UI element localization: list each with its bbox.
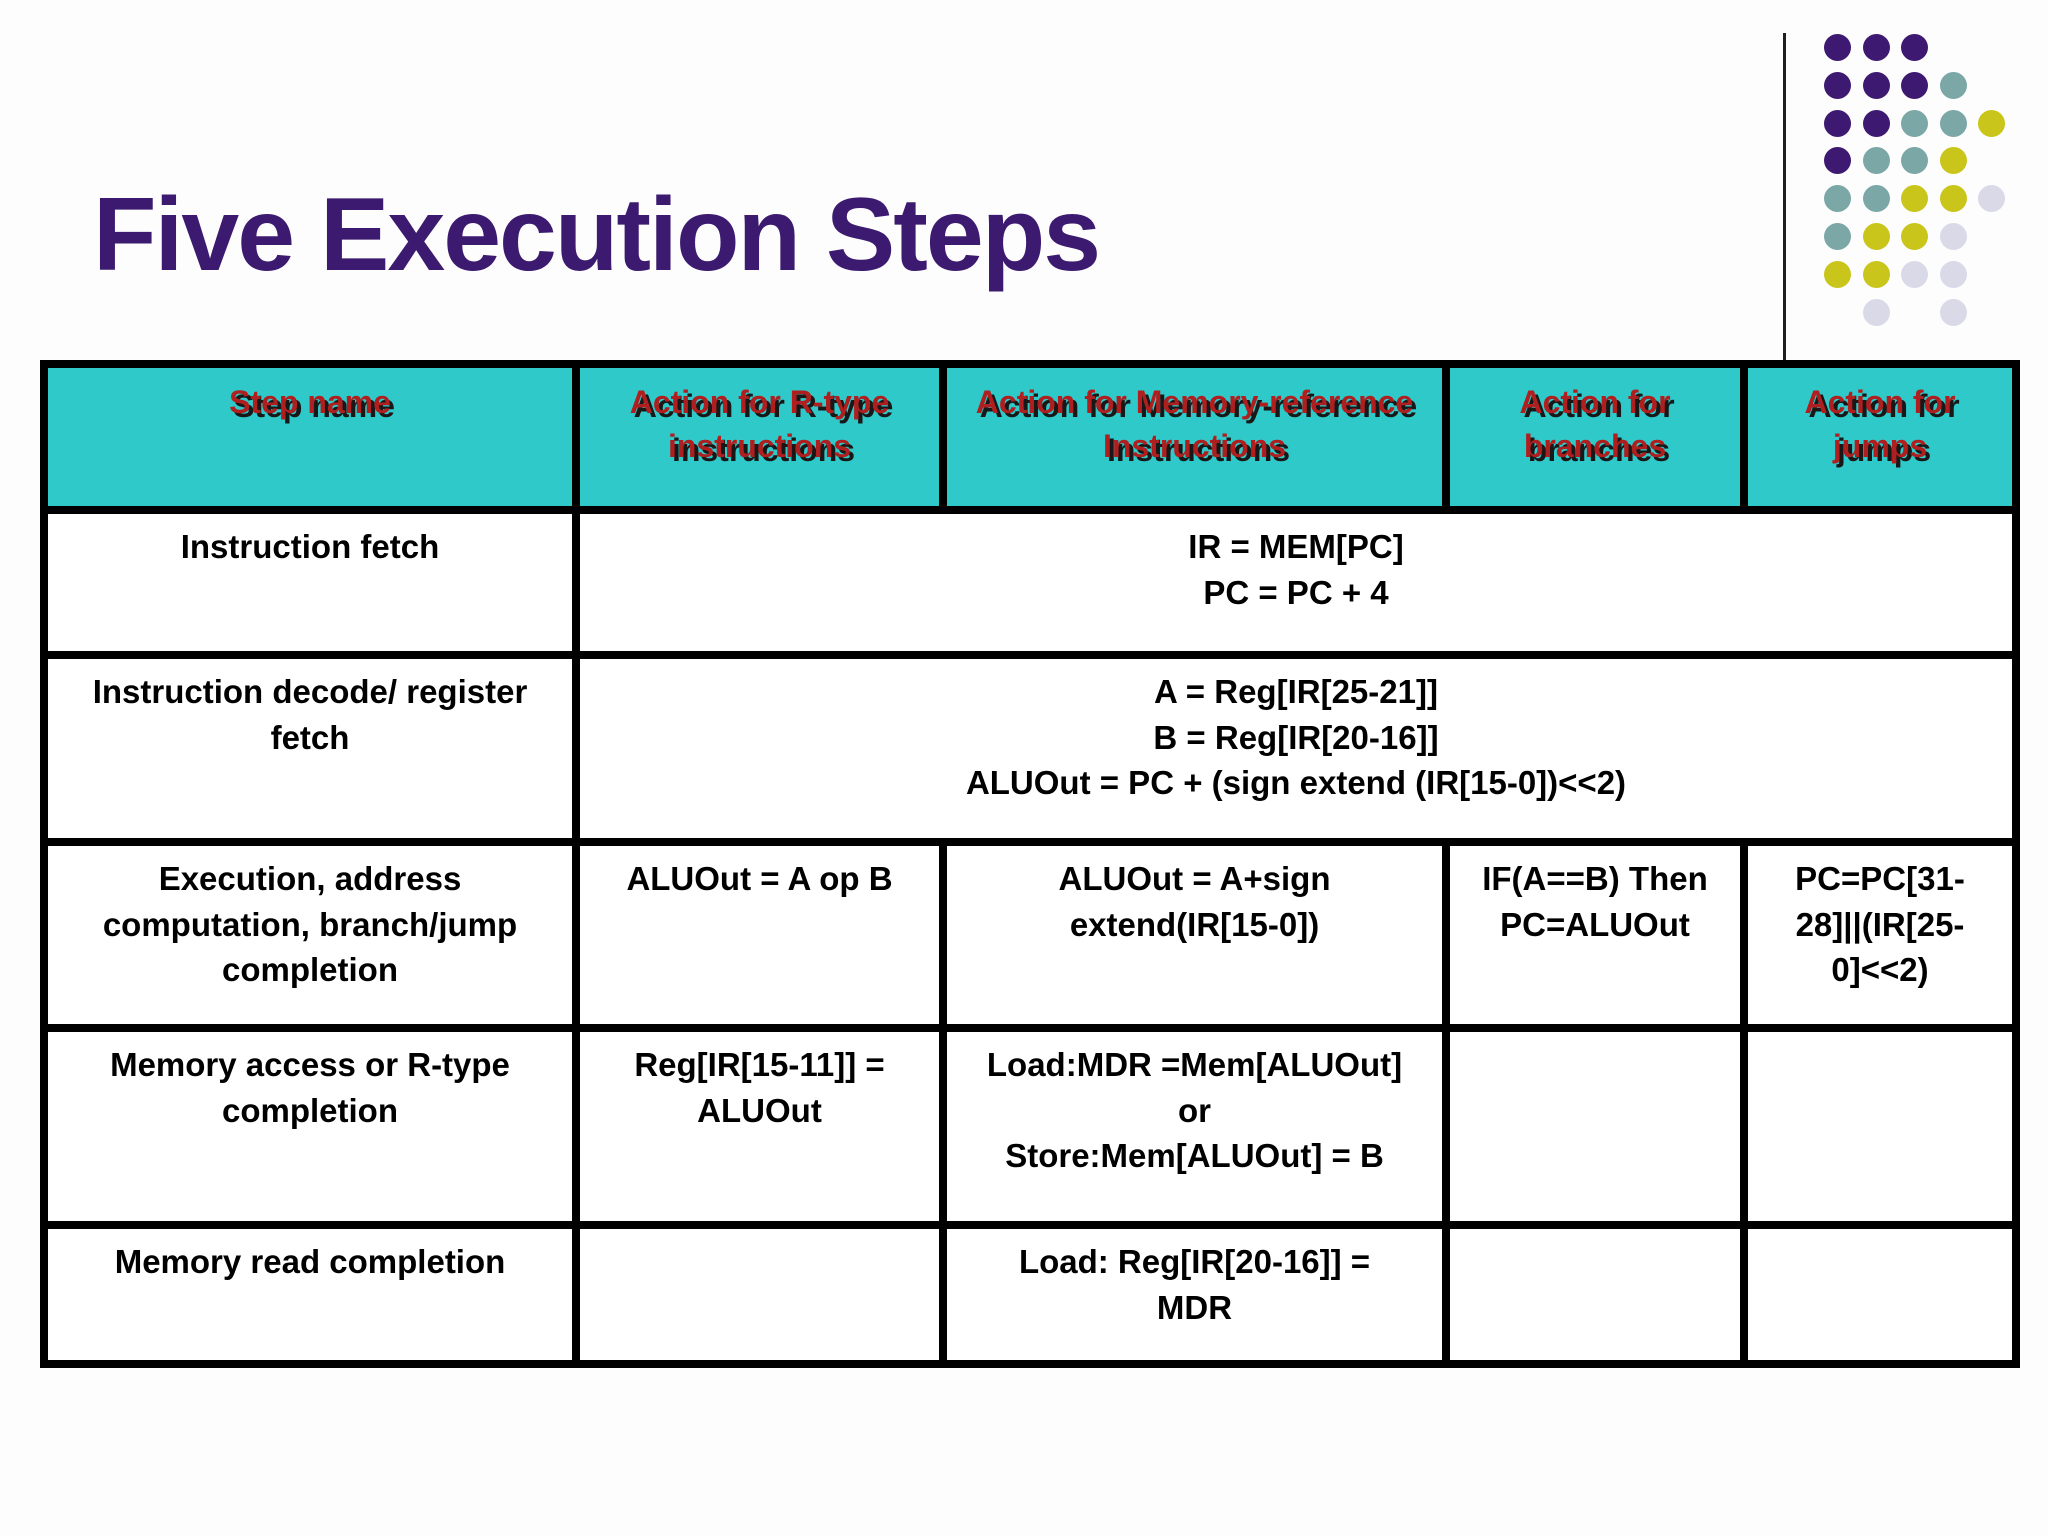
decorative-dot — [1862, 223, 1890, 250]
decorative-dot — [1939, 109, 1967, 137]
decorative-dot — [1901, 223, 1928, 250]
table-row: Memory access or R-type completion Reg[I… — [40, 1024, 2020, 1229]
decorative-dot — [1901, 147, 1928, 175]
step-name-cell: Instruction decode/ register fetch — [40, 651, 580, 846]
decorative-dot — [1862, 260, 1890, 288]
decorative-dot — [1939, 147, 1967, 175]
rtype-action-cell — [572, 1221, 947, 1368]
decorative-dot — [1824, 109, 1851, 137]
merged-action-cell: IR = MEM[PC]PC = PC + 4 — [572, 506, 2020, 659]
col-header-step-name: Step name — [40, 360, 580, 514]
decorative-dot — [1901, 71, 1928, 99]
decorative-dot — [1901, 109, 1928, 137]
decorative-vertical-line — [1783, 33, 1786, 360]
branch-action-cell — [1442, 1221, 1748, 1368]
col-header-branches: Action for branches — [1442, 360, 1748, 514]
decorative-dot — [1862, 71, 1890, 99]
merged-action-cell: A = Reg[IR[25-21]]B = Reg[IR[20-16]]ALUO… — [572, 651, 2020, 846]
table-row: Instruction decode/ register fetch A = R… — [40, 651, 2020, 846]
col-header-memory-reference: Action for Memory-reference Instructions — [939, 360, 1450, 514]
decorative-dot-grid — [1824, 34, 2044, 354]
decorative-dot — [1978, 185, 2005, 213]
rtype-action-cell: ALUOut = A op B — [572, 838, 947, 1032]
decorative-dot — [1824, 260, 1851, 288]
table-row: Memory read completion Load: Reg[IR[20-1… — [40, 1221, 2020, 1368]
branch-action-cell: IF(A==B) Then PC=ALUOut — [1442, 838, 1748, 1032]
decorative-dot — [1901, 185, 1928, 213]
decorative-dot — [1939, 260, 1967, 288]
decorative-dot — [1824, 71, 1851, 99]
jump-action-cell — [1740, 1221, 2020, 1368]
decorative-dot — [1939, 298, 1967, 326]
memory-reference-action-cell: ALUOut = A+sign extend(IR[15-0]) — [939, 838, 1450, 1032]
decorative-dot — [1862, 185, 1890, 213]
decorative-dot — [1862, 109, 1890, 137]
jump-action-cell — [1740, 1024, 2020, 1229]
decorative-dot — [1939, 223, 1967, 250]
rtype-action-cell: Reg[IR[15-11]] = ALUOut — [572, 1024, 947, 1229]
decorative-dot — [1824, 185, 1851, 213]
decorative-dot — [1862, 298, 1890, 326]
jump-action-cell: PC=PC[31-28]||(IR[25-0]<<2) — [1740, 838, 2020, 1032]
step-name-cell: Instruction fetch — [40, 506, 580, 659]
col-header-jumps: Action for jumps — [1740, 360, 2020, 514]
table-row: Execution, address computation, branch/j… — [40, 838, 2020, 1032]
decorative-dot — [1862, 34, 1890, 61]
decorative-dot — [1824, 147, 1851, 175]
execution-steps-table: Step name Action for R-type instructions… — [40, 360, 2020, 1368]
step-name-cell: Memory access or R-type completion — [40, 1024, 580, 1229]
decorative-dot — [1901, 34, 1928, 61]
decorative-dot — [1978, 109, 2005, 137]
step-name-cell: Memory read completion — [40, 1221, 580, 1368]
decorative-dot — [1824, 34, 1851, 61]
table-row: Instruction fetch IR = MEM[PC]PC = PC + … — [40, 506, 2020, 659]
decorative-dot — [1862, 147, 1890, 175]
memory-reference-action-cell: Load: Reg[IR[20-16]] =MDR — [939, 1221, 1450, 1368]
decorative-dot — [1824, 223, 1851, 250]
branch-action-cell — [1442, 1024, 1748, 1229]
decorative-dot — [1901, 260, 1928, 288]
step-name-cell: Execution, address computation, branch/j… — [40, 838, 580, 1032]
decorative-dot — [1939, 71, 1967, 99]
slide-title: Five Execution Steps — [93, 177, 1101, 293]
col-header-rtype: Action for R-type instructions — [572, 360, 947, 514]
decorative-dot — [1939, 185, 1967, 213]
table-header-row: Step name Action for R-type instructions… — [40, 360, 2020, 514]
